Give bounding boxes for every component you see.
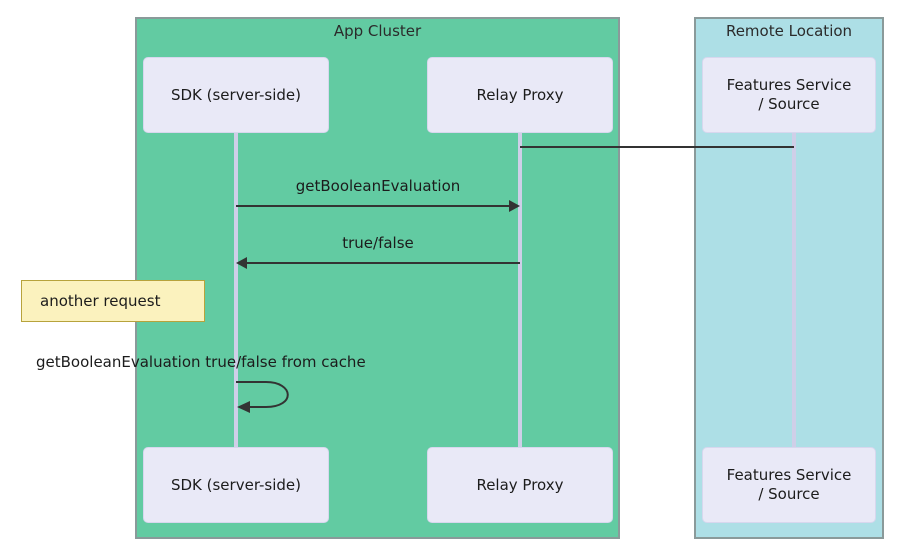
participant-relay-proxy-bottom-label: Relay Proxy xyxy=(476,475,564,494)
lifeline-sdk xyxy=(234,133,238,447)
participant-relay-proxy-top[interactable]: Relay Proxy xyxy=(427,57,613,133)
participant-relay-proxy-bottom[interactable]: Relay Proxy xyxy=(427,447,613,523)
participant-features-service-bottom[interactable]: Features Service / Source xyxy=(702,447,876,523)
participant-sdk-top[interactable]: SDK (server-side) xyxy=(143,57,329,133)
note-another-request-label: another request xyxy=(40,292,161,310)
message-get-boolean-evaluation-label: getBooleanEvaluation xyxy=(295,177,461,195)
message-true-false-label: true/false xyxy=(342,234,414,252)
lifeline-features-service xyxy=(792,133,796,447)
group-app-cluster-title: App Cluster xyxy=(333,22,422,40)
participant-sdk-bottom[interactable]: SDK (server-side) xyxy=(143,447,329,523)
participant-relay-proxy-top-label: Relay Proxy xyxy=(476,85,564,104)
message-get-boolean-evaluation-arrowhead xyxy=(509,200,520,212)
participant-features-service-top[interactable]: Features Service / Source xyxy=(702,57,876,133)
message-self-call-loop xyxy=(236,381,289,413)
lifeline-relay-proxy xyxy=(518,133,522,447)
participant-sdk-top-label: SDK (server-side) xyxy=(170,85,302,104)
note-another-request: another request xyxy=(21,280,205,322)
group-remote-location-title: Remote Location xyxy=(725,22,853,40)
message-get-boolean-evaluation-from-cache-label: getBooleanEvaluation true/false from cac… xyxy=(36,353,366,371)
participant-features-service-top-label: Features Service / Source xyxy=(726,76,852,113)
message-get-boolean-evaluation-line xyxy=(236,205,510,207)
message-true-false-arrowhead xyxy=(236,257,247,269)
participant-sdk-bottom-label: SDK (server-side) xyxy=(170,475,302,494)
message-true-false-line xyxy=(247,262,520,264)
participant-features-service-bottom-label: Features Service / Source xyxy=(726,466,852,503)
message-relay-to-features-line xyxy=(520,146,794,148)
